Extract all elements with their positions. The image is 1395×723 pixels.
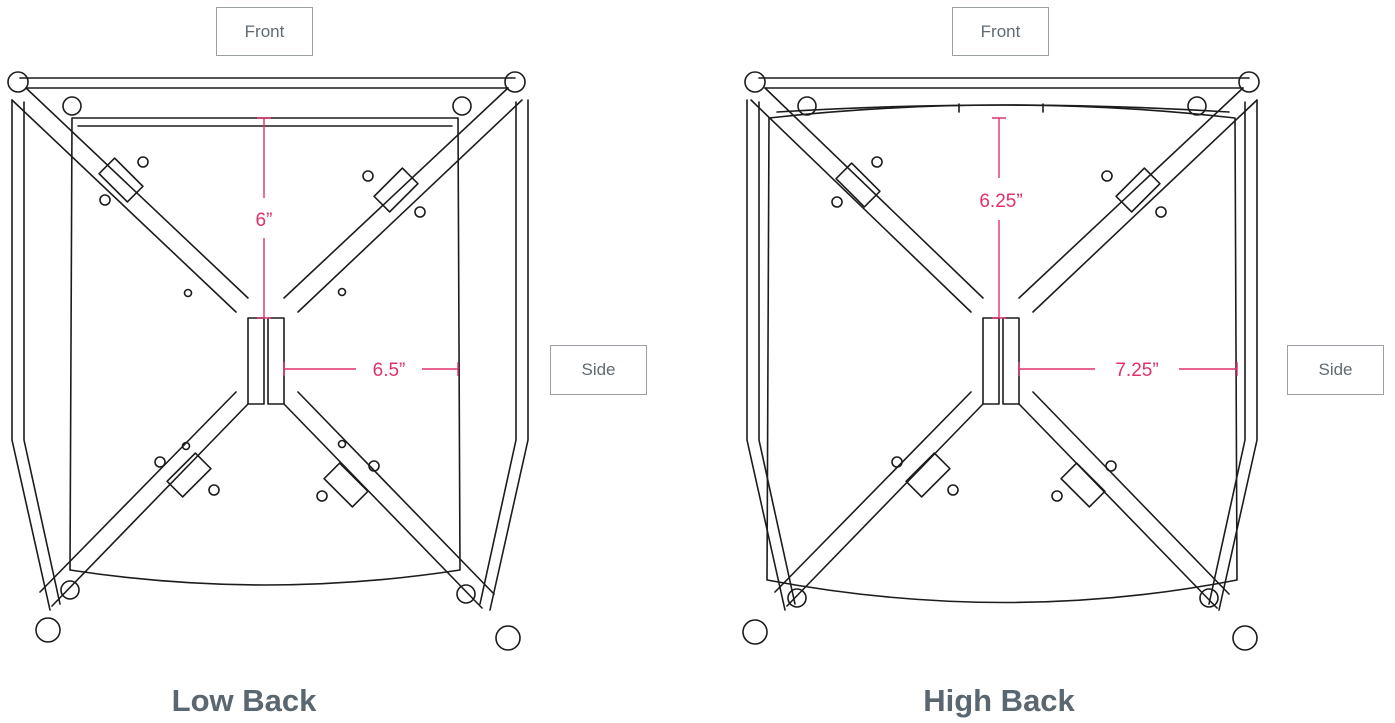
- low-back-chair-diagram: 6” 6.5”: [7, 71, 529, 651]
- front-label: Front: [216, 7, 313, 56]
- depth-dimension-label: 6”: [256, 210, 273, 231]
- leg-back-left: [774, 391, 984, 607]
- bracket-back-left: [891, 452, 959, 498]
- seat-inner-edge: [776, 103, 1230, 113]
- bracket-front-right: [362, 167, 426, 218]
- width-dimension-line: [283, 362, 459, 376]
- depth-dimension-line: [992, 117, 1006, 319]
- bracket-back-left: [154, 452, 220, 498]
- side-label: Side: [550, 345, 647, 395]
- width-dimension-line: [1018, 362, 1238, 376]
- high-back-panel: Front Side: [697, 0, 1395, 723]
- low-back-title: Low Back: [171, 683, 317, 718]
- bracket-front-left: [98, 156, 149, 206]
- center-hub: [247, 317, 285, 405]
- depth-dimension-line: [257, 117, 271, 319]
- side-label: Side: [1287, 345, 1384, 395]
- bracket-back-right: [1051, 460, 1117, 508]
- bracket-front-right: [1101, 167, 1167, 218]
- front-rail: [19, 77, 516, 89]
- leg-back-right: [283, 391, 495, 609]
- bracket-front-left: [831, 156, 883, 208]
- bracket-back-right: [316, 460, 380, 508]
- low-back-panel: Front Side: [0, 0, 697, 723]
- seat-outline: [69, 117, 461, 586]
- center-hub: [982, 317, 1020, 405]
- leg-front-left: [750, 87, 984, 313]
- high-back-title: High Back: [923, 683, 1075, 718]
- depth-dimension-label: 6.25”: [979, 191, 1022, 212]
- high-back-chair-diagram: 6.25” 7.25”: [742, 71, 1260, 651]
- left-side-frame: [11, 99, 61, 611]
- front-label: Front: [952, 7, 1049, 56]
- leg-front-right: [283, 87, 523, 313]
- width-dimension-label: 6.5”: [373, 360, 406, 381]
- right-side-frame: [1208, 99, 1258, 611]
- leg-back-left: [39, 391, 249, 607]
- left-side-frame: [746, 99, 796, 611]
- front-rail: [758, 77, 1250, 89]
- leg-back-right: [1018, 391, 1230, 609]
- leg-front-right: [1018, 87, 1258, 313]
- right-side-frame: [479, 99, 529, 611]
- width-dimension-label: 7.25”: [1115, 360, 1158, 381]
